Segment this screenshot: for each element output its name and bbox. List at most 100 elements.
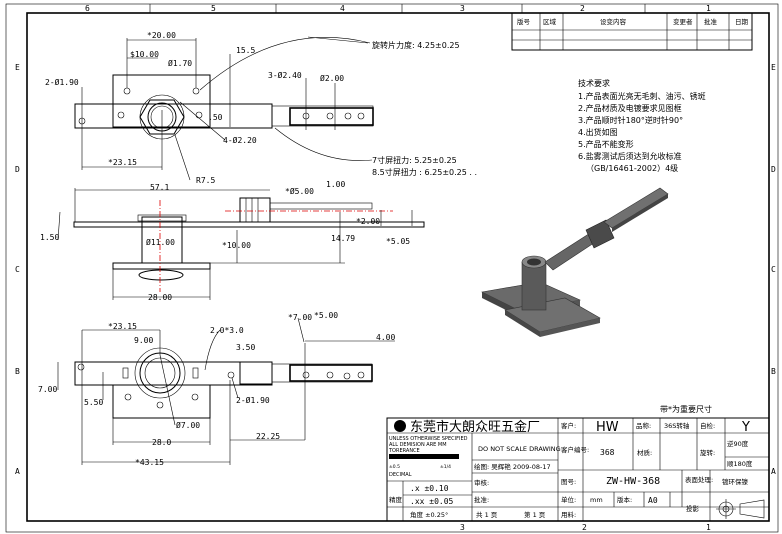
revision-table: 版号 区域 设变内容 变更者 批准 日期 [511, 12, 753, 51]
unless-note: UNLESS OTHERWISE SPECIFIED [389, 436, 468, 442]
zone-row-b-left: B [15, 367, 20, 376]
dim-label: 7.00 [38, 385, 57, 394]
bottom-view: *23.15 2.0*3.0 9.00 3.50 *7.00 *5.00 4.0… [38, 311, 395, 467]
zone-row-e-right: E [771, 63, 776, 72]
approve-label: 批准: [474, 495, 489, 504]
important-dim-note: 带*为重要尺寸 [660, 404, 712, 414]
surface-label: 表面处理: [685, 475, 713, 484]
surface-value: 镀环保镍 [722, 477, 749, 486]
rotation-label: 旋转: [700, 448, 715, 457]
side-view: 57.1 *Ø5.00 1.00 *2.00 1.50 *10.00 Ø11.0… [40, 180, 425, 302]
zone-row-a-right: A [771, 467, 776, 476]
zone-columns: 6 5 4 3 2 1 [85, 4, 711, 13]
review-label: 审核: [474, 478, 489, 487]
dim-label: 15.5 [236, 46, 255, 55]
tech-req-item: （GB/16461-2002）4级 [586, 163, 678, 173]
dim-label: Ø11.00 [146, 237, 175, 247]
tech-req-item: 6.盐雾测试后须达到允收标准 [578, 151, 682, 161]
dim-label: 14.79 [331, 234, 355, 243]
rev-header-change: 设变内容 [600, 17, 627, 26]
zone-col-6: 6 [85, 4, 90, 13]
rev-header-changer: 变更者 [673, 17, 693, 26]
dim-label: 4.00 [376, 333, 395, 342]
total-pages: 共 1 页 [476, 510, 498, 519]
zone-row-d-right: D [771, 165, 776, 174]
dim-label: 28.00 [148, 293, 172, 302]
customer-no-value: 368 [600, 448, 615, 457]
tolerance-x: .x ±0.10 [410, 484, 449, 493]
unit-label: 单位: [561, 495, 576, 504]
zone-row-b-right: B [771, 367, 776, 376]
top-view: *20.00 $10.00 Ø1.70 15.5 2-Ø1.90 3-Ø2.40… [45, 31, 477, 185]
company-logo [394, 420, 406, 432]
dim-label: Ø7.00 [176, 420, 200, 430]
dim-label: 28.0 [152, 438, 171, 447]
dim-label: 3-Ø2.40 [268, 70, 302, 80]
unless-note: ALL DEMISION ARE MM [389, 442, 447, 448]
self-check-label: 自检: [700, 421, 715, 430]
dim-label: .50 [208, 113, 223, 122]
zone-col-2: 2 [580, 4, 585, 13]
dim-label: *7.00 [288, 313, 312, 322]
dim-label: 4-Ø2.20 [223, 135, 257, 145]
rev-header-zone: 区域 [543, 17, 557, 26]
company-name: 东莞市大朗众旺五金厂 [410, 419, 540, 435]
zone-bottom-3: 3 [460, 523, 465, 532]
dim-label: *5.00 [314, 311, 338, 320]
tolerance-xx: .xx ±0.05 [410, 497, 454, 506]
decimal-frac: ±1/4 [440, 464, 451, 470]
dim-label: 57.1 [150, 183, 169, 192]
rotation-ccw: 逆90度 [727, 439, 749, 448]
zone-rows: E D C B A E D C B A 3 2 1 [15, 63, 776, 532]
title-block: 东莞市大朗众旺五金厂 UNLESS OTHERWISE SPECIFIED AL… [386, 417, 770, 522]
tech-req-item: 1.产品表面光亮无毛刺、油污、锈斑 [578, 91, 706, 101]
zone-row-c-left: C [15, 265, 20, 274]
dim-label: *Ø5.00 [285, 186, 314, 196]
zone-bottom-2: 2 [582, 523, 587, 532]
tolerance-bar [389, 454, 459, 459]
zone-col-3: 3 [460, 4, 465, 13]
dim-label: 3.50 [236, 343, 255, 352]
version-value: A0 [648, 496, 658, 505]
zone-bottom-1: 1 [706, 523, 711, 532]
dim-label: *10.00 [222, 241, 251, 250]
zone-col-4: 4 [340, 4, 345, 13]
dim-label: Ø2.00 [320, 73, 344, 83]
projection-symbol-icon [716, 499, 765, 519]
tech-req-item: 5.产品不能变形 [578, 139, 634, 149]
dim-label: *23.15 [108, 322, 137, 331]
tech-req-item: 3.产品顺时针180°逆时针90° [578, 115, 683, 125]
dim-label: 2-Ø1.90 [236, 395, 270, 405]
decimal-small: ±0.5 [389, 464, 400, 470]
precision-label: 精度 [389, 495, 403, 504]
zone-col-5: 5 [211, 4, 216, 13]
dim-label: *20.00 [147, 31, 176, 40]
torque-note-8-5in: 8.5寸屏扭力 : 6.25±0.25 . . [372, 167, 477, 177]
dim-label: 2.0*3.0 [210, 326, 244, 335]
decimal-label: DECIMAL [389, 472, 412, 478]
zone-col-1: 1 [706, 4, 711, 13]
outer-border [5, 3, 779, 533]
projection-label: 投影 [686, 504, 700, 513]
dim-label: 9.00 [134, 336, 153, 345]
dim-label: Ø1.70 [168, 58, 192, 68]
product-label: 品称: [636, 421, 651, 430]
dim-label: *2.00 [356, 217, 380, 226]
dim-label: 1.00 [326, 180, 345, 189]
zone-row-d-left: D [15, 165, 20, 174]
customer-value: HW [596, 420, 619, 435]
rev-header-approve: 批准 [704, 17, 718, 26]
material-label: 材质: [637, 448, 652, 457]
dim-label: *23.15 [108, 158, 137, 167]
rev-header-date: 日期 [735, 18, 749, 26]
tech-req-title: 技术要求 [578, 78, 610, 88]
zone-row-a-left: A [15, 467, 20, 476]
version-label: 版本: [617, 495, 632, 504]
isometric-render [481, 187, 669, 337]
tech-requirements: 技术要求 1.产品表面光亮无毛刺、油污、锈斑 2.产品材质及电镀要求见图框 3.… [578, 78, 706, 173]
drawing-no-value: ZW-HW-368 [606, 476, 660, 487]
rotation-cw: 顺180度 [727, 459, 753, 468]
drawing-no-label: 图号: [561, 478, 576, 486]
tolerance-angle: 角度 ±0.25° [410, 510, 448, 519]
dim-label: 5.50 [84, 398, 103, 407]
